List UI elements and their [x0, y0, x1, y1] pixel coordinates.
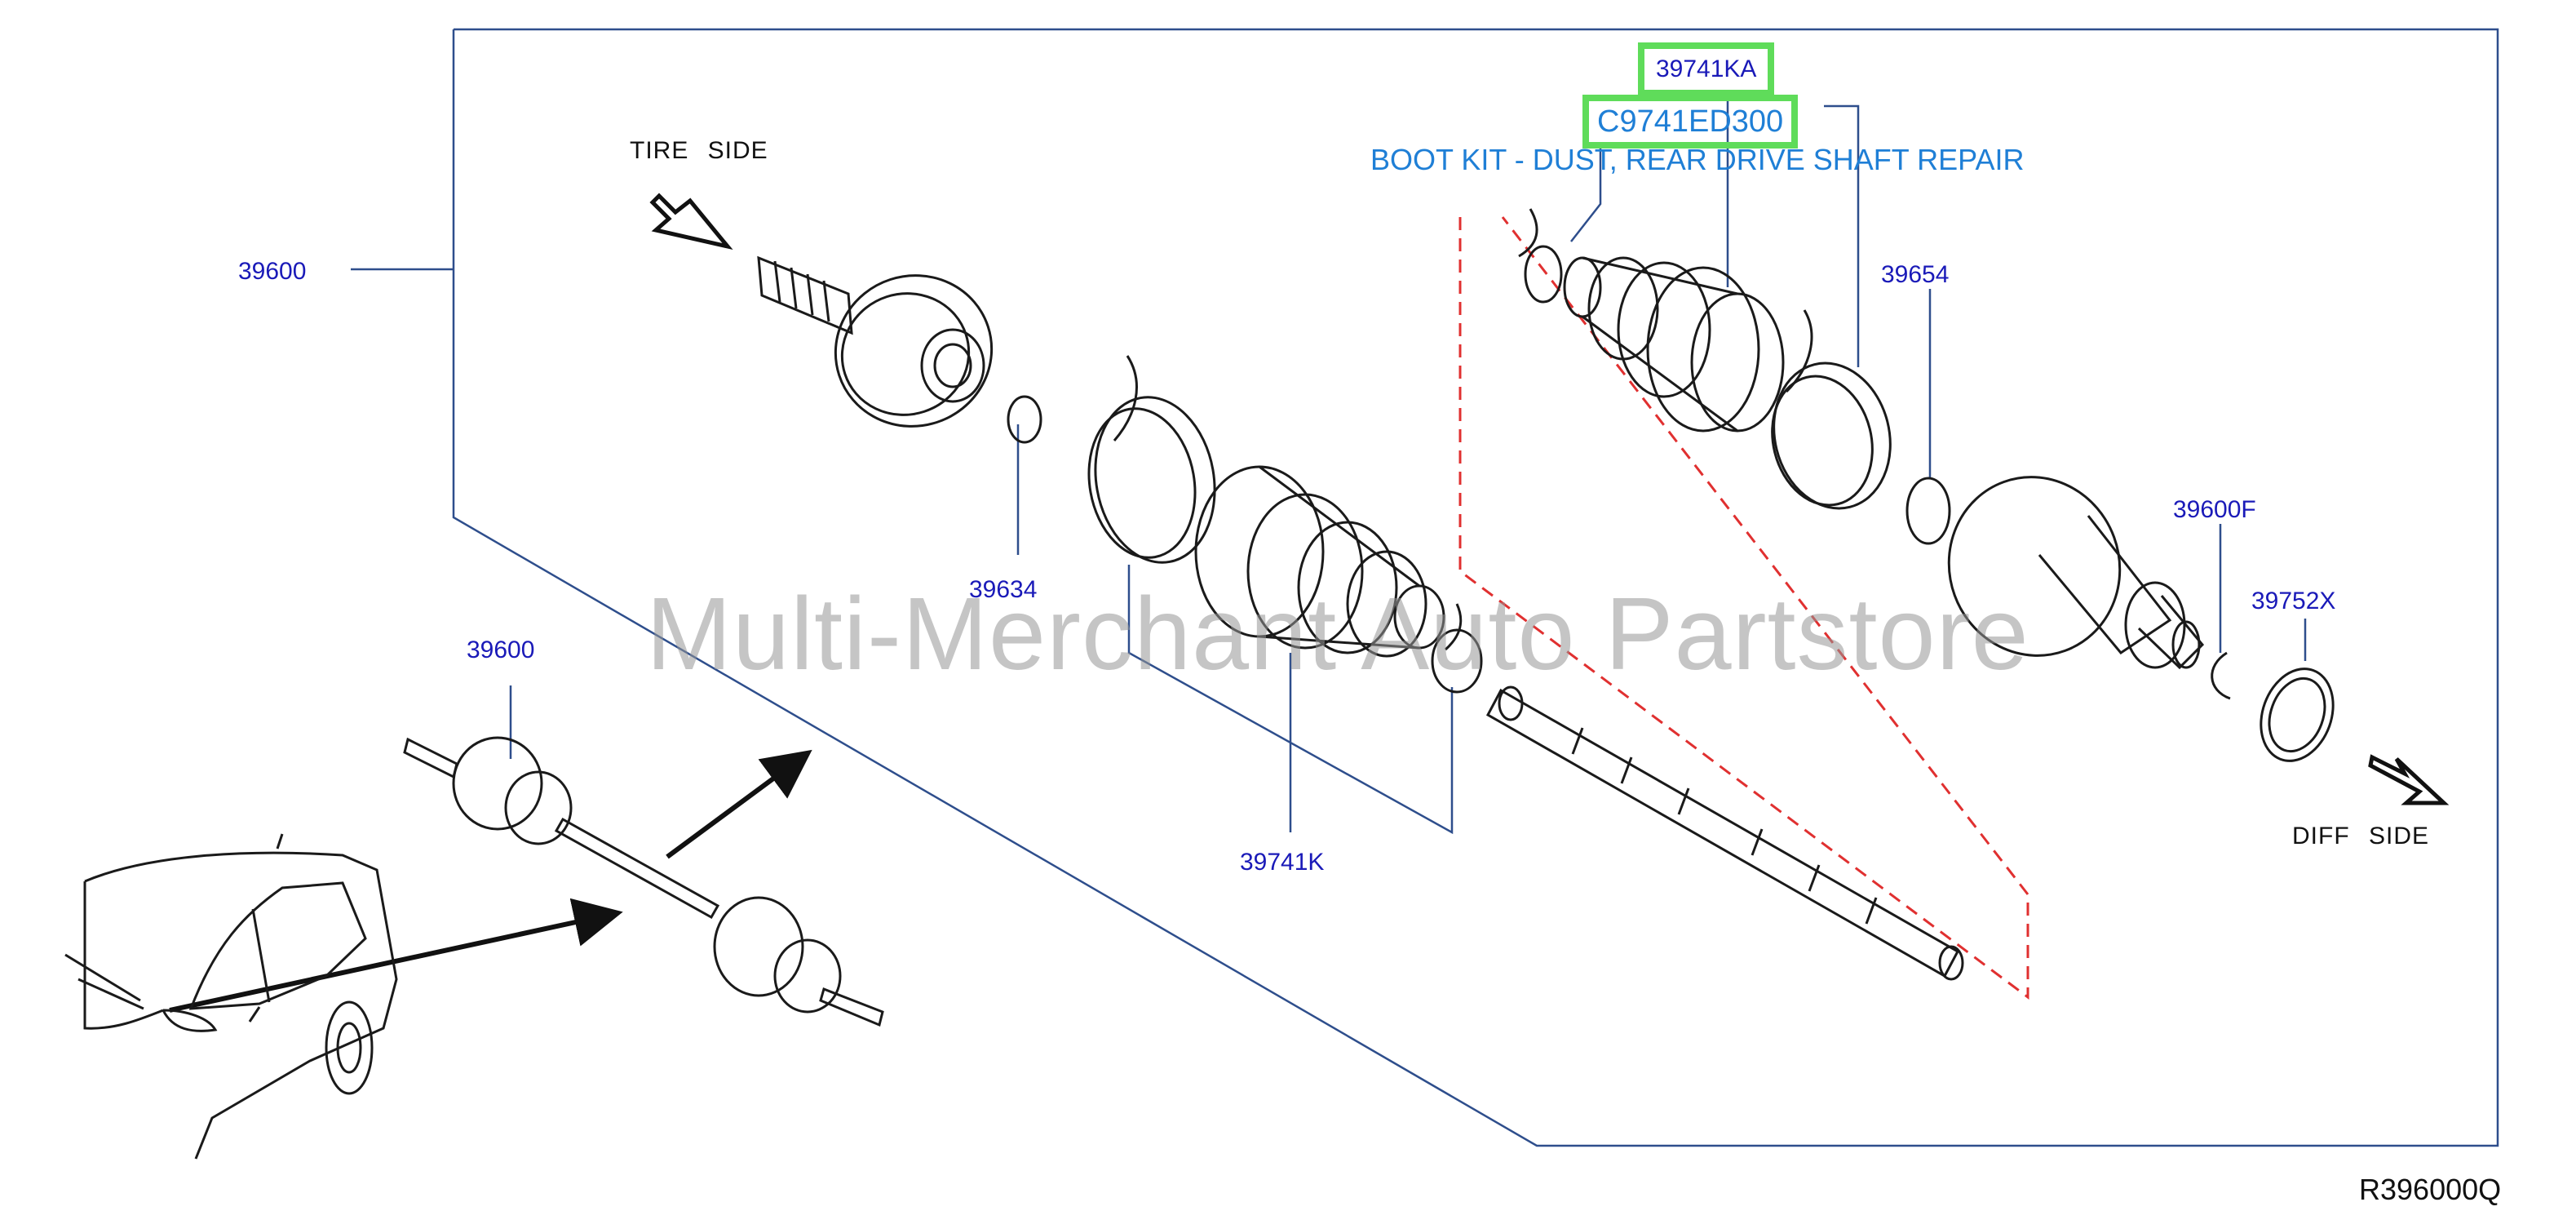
part-number-inner-joint[interactable]: 39600F [2173, 496, 2256, 523]
assembly-thumbnail [403, 736, 884, 1027]
leader-lines [351, 90, 2307, 835]
part-number-boot-kit-highlight[interactable]: 39741KA [1638, 42, 1775, 96]
boot-kit-description: BOOT KIT - DUST, REAR DRIVE SHAFT REPAIR [1370, 143, 2025, 176]
part-number-circlip[interactable]: 39654 [1881, 261, 1950, 288]
part-number-outer-boot-kit[interactable]: 39741K [1240, 849, 1325, 876]
tire-side-arrow-icon [649, 193, 733, 251]
kit-small-clamp [1518, 208, 1563, 304]
outer-cv-joint [757, 255, 994, 428]
circlip [1905, 477, 1951, 545]
drive-shaft [1485, 685, 1964, 981]
direction-arrow [666, 749, 812, 859]
part-number-assembly-small[interactable]: 39600 [467, 637, 535, 663]
part-number-seal[interactable]: 39752X [2251, 588, 2336, 614]
kit-boot [1563, 256, 1785, 432]
tire-side-label: TIRE SIDE [630, 137, 768, 164]
boot-kit-outline [1458, 216, 2029, 1000]
assembly-frame [452, 28, 2499, 1147]
oil-seal [2260, 668, 2335, 762]
kit-large-band [1771, 309, 1892, 510]
part-number-boot-kit-repair[interactable]: C9741ED300 [1582, 95, 1799, 149]
outer-boot-band [1087, 355, 1216, 564]
watermark: Multi-Merchant Auto Partstore [646, 576, 2029, 691]
part-number-snap-ring[interactable]: 39634 [969, 576, 1038, 603]
inner-cv-joint [1947, 476, 2205, 670]
part-number-assembly: 39600 [238, 258, 307, 285]
inner-clip [2211, 651, 2231, 700]
vehicle-illustration [64, 833, 398, 1160]
location-arrow [169, 898, 623, 1013]
diff-side-arrow-icon [2368, 754, 2450, 805]
diff-side-label: DIFF SIDE [2292, 823, 2430, 849]
outer-boot [1194, 465, 1445, 658]
small-clamp [1431, 603, 1483, 694]
snap-ring [1007, 395, 1042, 444]
diagram-code: R396000Q [2359, 1173, 2502, 1206]
